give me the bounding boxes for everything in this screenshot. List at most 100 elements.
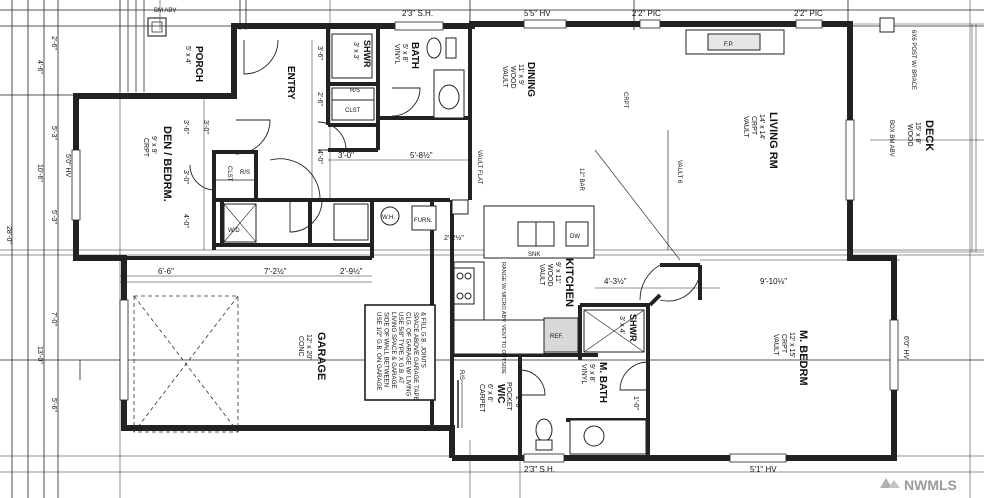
dim-v-mbath2: 1'-0" <box>632 396 639 410</box>
dim-v-hall: 4'-0" <box>316 150 323 164</box>
dining-label: DINING <box>525 62 536 97</box>
master-toilet <box>535 418 553 442</box>
vault-flat-label: VAULT FLAT <box>476 150 482 185</box>
vault-lines <box>594 130 681 261</box>
dim-left-e: 13'-0" <box>36 346 43 364</box>
dim-left-a: 5'-3" <box>50 126 57 140</box>
room-labels: PORCH 5' x 4' ENTRY SHWR 3' x 3' BATH 5'… <box>142 40 935 413</box>
nwmls-logo-icon <box>880 478 900 488</box>
wic-note: POCKET <box>505 382 512 412</box>
window-bot-sh: 2'3" S.H. <box>524 465 555 474</box>
garage-finish: CONC <box>297 336 304 357</box>
fixtures <box>216 17 895 455</box>
rs-label-3: R/S <box>458 370 464 380</box>
garage-note-line: SPACE ABOVE GARAGE TAPE <box>412 312 419 401</box>
dim-v-den3: 4'-0" <box>182 214 189 228</box>
refrigerator <box>543 317 579 353</box>
shwr-size: 3' x 3' <box>352 42 359 60</box>
wic-size: 6' x 6' <box>486 384 493 402</box>
den-finish: CRPT <box>142 138 149 158</box>
door-swings <box>189 39 701 396</box>
dim-left-top2: 2'-6" <box>50 36 57 50</box>
closet-label: CLST <box>345 108 361 114</box>
ref-label: REF. <box>550 334 563 340</box>
shower-stall <box>331 33 373 79</box>
kitchen-label: KITCHEN <box>563 258 575 307</box>
rs-label-2: R/S <box>350 88 360 94</box>
mbedrm-ceiling: VAULT <box>772 334 779 356</box>
bar-label: 12" BAR <box>578 168 584 191</box>
dim-v-entry1: 3'-6" <box>316 46 323 60</box>
garage-note-line: CLG. OF GARAGE W/ LIVING <box>405 312 412 396</box>
dishwasher <box>565 221 589 247</box>
window-top-hv: 5'5" HV <box>524 9 551 18</box>
dim-v-den2: 3'-0" <box>182 170 189 184</box>
exterior-walls <box>73 21 897 461</box>
dim-v-den1: 3'-6" <box>182 120 189 134</box>
dim-h-kit: 4'-3½" <box>604 277 627 286</box>
mbedrm-label: M. BEDRM <box>797 330 809 386</box>
garage-note-line: LIVING SPACE & GARAGE <box>390 312 397 389</box>
watermark: NWMLS <box>880 477 957 493</box>
den-label: DEN / BEDRM. <box>161 126 173 202</box>
window-labels: 2'3" S.H. 5'5" HV 2'2" PIC 2'2" PIC 2'3"… <box>64 9 909 474</box>
closet-label-2: CLST <box>226 166 232 182</box>
mbedrm-finish: CRPT <box>780 334 787 354</box>
kitchen-ceiling: VAULT <box>538 264 545 286</box>
deck-label: DECK <box>923 120 935 151</box>
living-size: 14' x 14' <box>758 114 765 140</box>
wh-label: W.H. <box>382 215 395 221</box>
porch-label: PORCH <box>193 46 204 82</box>
garage-size: 12' x 20' <box>305 334 312 360</box>
window-right-hv: 6'0" HV <box>902 336 909 360</box>
toilet <box>426 37 442 59</box>
fp-label: F.P. <box>724 42 734 48</box>
furnace-label: FURN. <box>414 218 433 224</box>
porch-steps <box>119 0 167 92</box>
window-cutouts <box>71 19 899 463</box>
deck-note: BOX BM ABV <box>888 120 894 157</box>
dim-left-d: 7'-0" <box>50 312 57 326</box>
dim-left-top1: 4'-6" <box>36 60 43 74</box>
post-label: 6X6 POST W/ BRACE <box>910 30 916 90</box>
bath-finish: VINYL <box>393 44 400 64</box>
master-sink <box>583 425 605 447</box>
deck-boards <box>850 23 984 253</box>
water-heater <box>380 206 400 226</box>
wic-label: WIC <box>495 384 506 403</box>
vault6-label: VAULT 6 <box>676 160 682 184</box>
watermark-text: NWMLS <box>904 477 957 493</box>
mshwr-size: 3' x 4' <box>618 316 625 334</box>
dim-left-c: 5'-3" <box>50 210 57 224</box>
window-bot-hv: 5'1" HV <box>750 465 777 474</box>
living-label: LIVING RM <box>767 112 779 169</box>
bm-abv-label: BM ABV <box>154 8 176 14</box>
dining-size: 11' x 9' <box>517 64 524 85</box>
wic-finish: CARPET <box>478 384 485 413</box>
dim-h-mid: 7'-2½" <box>264 267 287 276</box>
dining-ceiling: VAULT <box>501 66 508 88</box>
window-den-hv: 5'0" HV <box>64 154 71 178</box>
dim-v-kit: 2'-2½" <box>444 234 464 242</box>
range <box>453 267 475 305</box>
mshwr-label: SHWR <box>628 314 638 342</box>
dining-finish: WOOD <box>509 66 516 89</box>
garage-note-line: USE 1/2" G.B. ON GARAGE <box>375 312 382 391</box>
kitchen-note: RANGE W/ MICRO ABV. VENT TO OUTSIDE <box>500 262 506 374</box>
dimension-labels: 28'-0" 4'-6" 2'-6" 5'-3" 10'-6" 5'-3" 7'… <box>5 36 787 412</box>
crpt-label: CRPT <box>622 92 628 109</box>
master-vanity <box>569 419 647 455</box>
dw-label: DW <box>570 234 580 240</box>
dim-h-mbed: 9'-10⅛" <box>760 277 787 286</box>
garage-label: GARAGE <box>315 332 327 380</box>
garage-note: USE 1/2" G.B. ON GARAGESIDE OF WALL BETW… <box>375 312 426 401</box>
window-top-pic1: 2'2" PIC <box>632 9 661 18</box>
window-top-sh: 2'3" S.H. <box>402 9 433 18</box>
mbath-label: M. BATH <box>597 362 608 403</box>
sink-label: SNK <box>528 252 540 258</box>
dim-left-total: 28'-0" <box>5 226 12 244</box>
window-top-pic2: 2'2" PIC <box>794 9 823 18</box>
mbedrm-size: 12' x 15' <box>788 332 795 358</box>
dim-h-mid2: 2'-9½" <box>340 267 363 276</box>
deck-size: 15' x 8' <box>914 122 921 144</box>
